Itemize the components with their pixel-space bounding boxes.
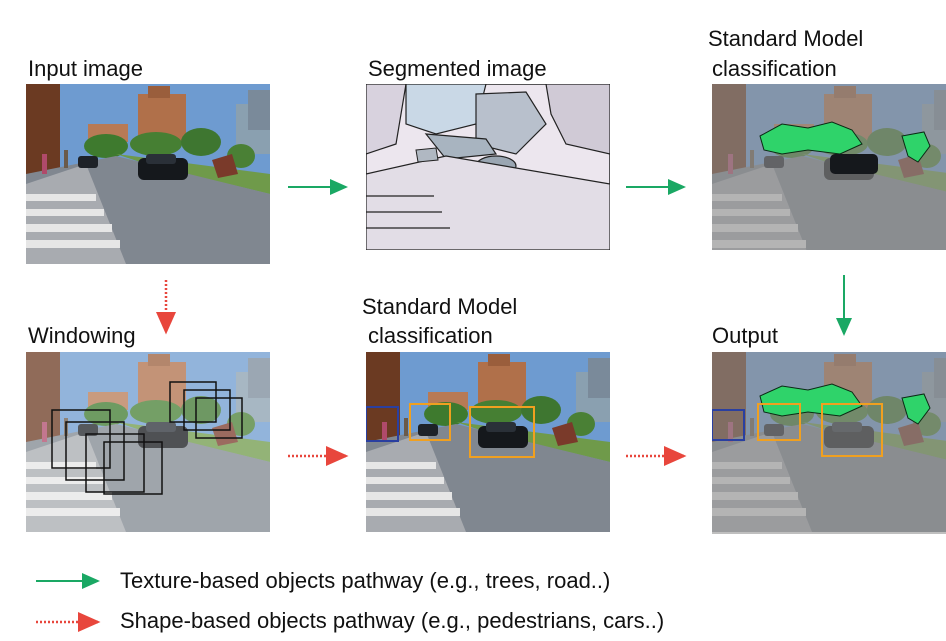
label-input-image: Input image	[28, 56, 143, 81]
input-image-panel	[26, 84, 270, 266]
label-standard-model-mid-line1: Standard Model	[362, 294, 518, 319]
sm-top-classified-image	[712, 84, 946, 250]
output-panel	[712, 352, 946, 534]
windowing-image	[26, 352, 270, 532]
label-standard-model-mid-line2: classification	[368, 323, 493, 348]
windowing-panel	[26, 352, 270, 534]
label-standard-model-top-line1: Standard Model	[708, 26, 864, 51]
sm-mid-classified-image	[366, 352, 610, 532]
sm-classification-top-panel	[712, 84, 946, 250]
label-output: Output	[712, 323, 779, 348]
segmented-image-panel	[366, 84, 610, 250]
legend-texture-label: Texture-based objects pathway (e.g., tre…	[120, 568, 611, 593]
label-segmented-image: Segmented image	[368, 56, 547, 81]
input-street-photo	[26, 84, 270, 264]
output-image	[712, 352, 946, 534]
label-standard-model-top-line2: classification	[712, 56, 837, 81]
sm-classification-mid-panel	[366, 352, 610, 534]
segmented-image-drawing	[366, 84, 610, 250]
label-windowing: Windowing	[28, 323, 136, 348]
legend-shape-label: Shape-based objects pathway (e.g., pedes…	[120, 608, 665, 633]
